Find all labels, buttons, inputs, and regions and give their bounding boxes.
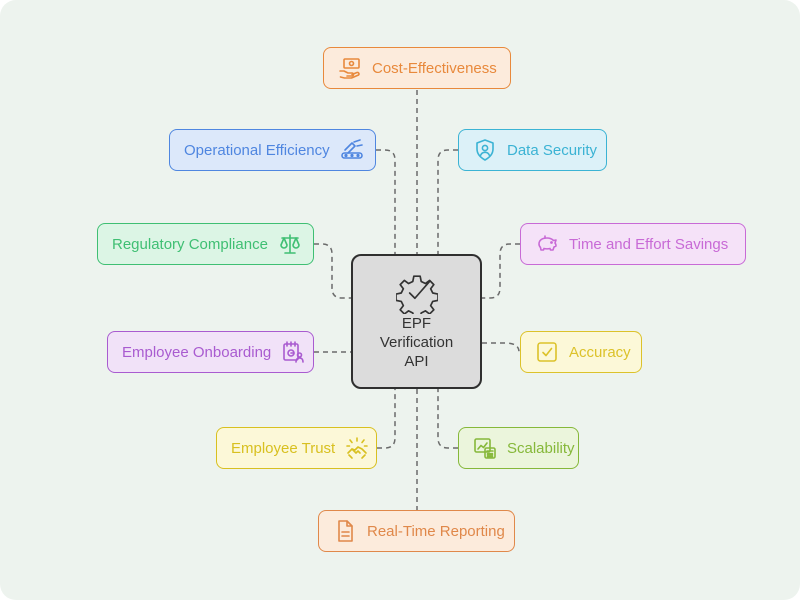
node-accuracy: Accuracy xyxy=(520,331,642,373)
checkbox-icon xyxy=(537,342,557,362)
handshake-icon xyxy=(346,437,369,459)
node-data-security: Data Security xyxy=(458,129,607,171)
node-label: Data Security xyxy=(507,141,598,159)
connector-security xyxy=(437,149,458,254)
node-cost-effectiveness: Cost-Effectiveness xyxy=(323,47,511,89)
connector-time xyxy=(482,243,520,299)
node-label: Operational Efficiency xyxy=(184,141,330,159)
node-label: Scalability xyxy=(507,439,575,457)
conveyor-icon xyxy=(340,139,363,159)
central-title-line-2: Verification xyxy=(379,334,454,351)
shield-user-icon xyxy=(476,139,494,161)
node-operational-efficiency: Operational Efficiency xyxy=(169,129,376,171)
central-hub: EPF Verification API xyxy=(351,254,482,389)
node-label: Regulatory Compliance xyxy=(112,235,268,253)
node-employee-onboarding: Employee Onboarding xyxy=(107,331,314,373)
node-label: Time and Effort Savings xyxy=(569,235,729,253)
node-label: Employee Onboarding xyxy=(122,343,272,361)
scales-icon xyxy=(280,234,300,254)
node-label: Cost-Effectiveness xyxy=(372,59,497,77)
node-label: Accuracy xyxy=(569,343,631,361)
node-scalability: Scalability xyxy=(458,427,579,469)
calendar-user-icon xyxy=(283,341,305,363)
node-employee-trust: Employee Trust xyxy=(216,427,377,469)
node-real-time-reporting: Real-Time Reporting xyxy=(318,510,515,552)
chart-calculator-icon xyxy=(474,438,496,459)
connector-regulatory xyxy=(314,243,351,299)
central-title-line-3: API xyxy=(404,353,429,370)
central-title: EPF Verification API xyxy=(380,314,453,371)
connector-operational xyxy=(376,149,396,254)
connector-scalability xyxy=(437,389,458,449)
document-icon xyxy=(338,520,353,542)
node-regulatory-compliance: Regulatory Compliance xyxy=(97,223,314,265)
gear-check-icon xyxy=(395,275,438,314)
node-time-and-effort-savings: Time and Effort Savings xyxy=(520,223,746,265)
node-label: Real-Time Reporting xyxy=(367,522,505,540)
central-title-line-1: EPF xyxy=(401,315,432,332)
connector-accuracy xyxy=(482,342,520,353)
connector-trust xyxy=(377,389,396,449)
money-hand-icon xyxy=(339,58,360,79)
piggy-bank-icon xyxy=(538,235,557,251)
node-label: Employee Trust xyxy=(231,439,336,457)
